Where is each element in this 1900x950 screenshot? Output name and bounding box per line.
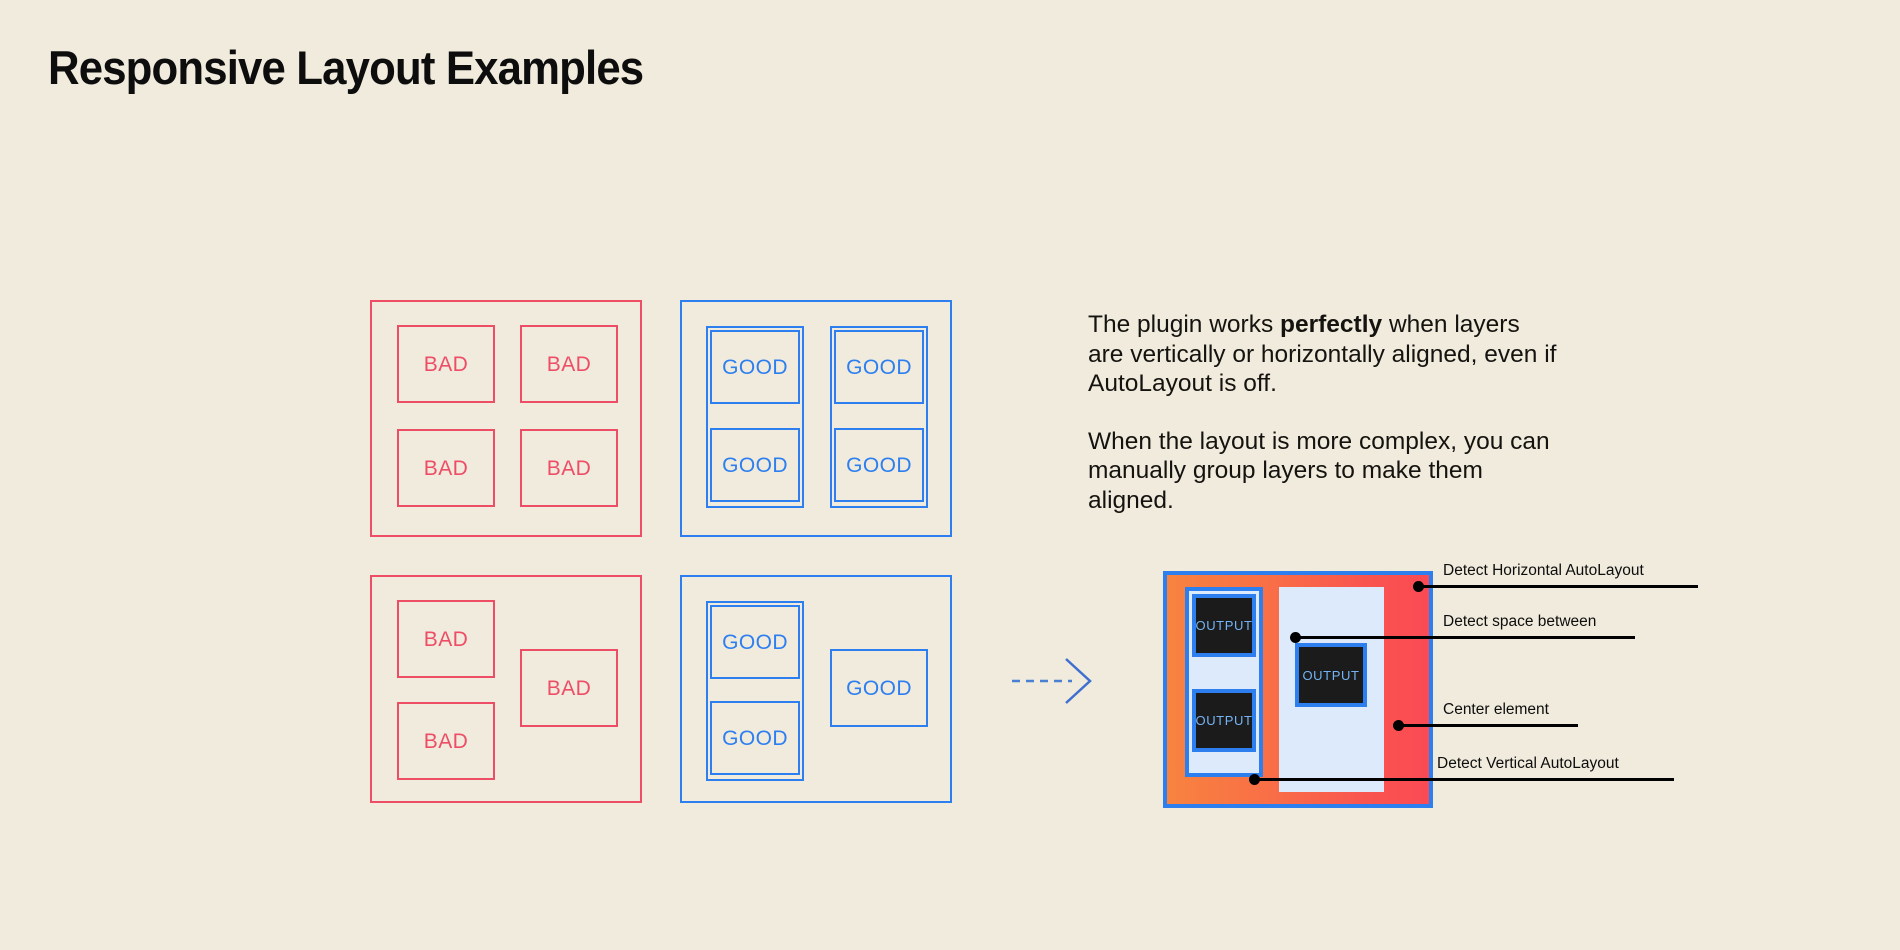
example-cell-bad: BAD <box>397 702 495 780</box>
example-cell-good: GOOD <box>710 330 800 404</box>
description-copy: The plugin works perfectly when layers a… <box>1088 310 1558 515</box>
cell-label: GOOD <box>722 630 788 654</box>
example-cell-bad: BAD <box>520 325 618 403</box>
cell-label: BAD <box>546 676 592 700</box>
callout-label: Detect Horizontal AutoLayout <box>1443 562 1644 579</box>
output-label: OUTPUT <box>1302 667 1360 683</box>
cell-label: BAD <box>546 456 592 480</box>
layer-group-wrapper: GOOD GOOD <box>830 326 928 508</box>
output-box: OUTPUT <box>1295 643 1367 707</box>
paragraph-2: When the layout is more complex, you can… <box>1088 427 1550 514</box>
callout-label: Detect space between <box>1443 613 1597 630</box>
output-box: OUTPUT <box>1192 594 1256 657</box>
example-cell-good: GOOD <box>834 428 924 502</box>
output-box: OUTPUT <box>1192 689 1256 752</box>
result-frame: OUTPUT OUTPUT OUTPUT <box>1163 571 1433 808</box>
example-panel-good-complex: GOOD GOOD GOOD <box>680 575 952 803</box>
example-cell-bad: BAD <box>397 325 495 403</box>
example-cell-bad: BAD <box>520 429 618 507</box>
cell-label: GOOD <box>846 676 912 700</box>
paragraph-1-before: The plugin works <box>1088 311 1281 338</box>
example-panel-bad-grid: BAD BAD BAD BAD <box>370 300 642 537</box>
layer-group-wrapper: GOOD GOOD <box>706 601 804 781</box>
paragraph-1-bold: perfectly <box>1280 311 1383 338</box>
example-cell-bad: BAD <box>520 649 618 727</box>
cell-label: GOOD <box>722 726 788 750</box>
output-label: OUTPUT <box>1195 713 1253 728</box>
callout-anchor-dot <box>1413 581 1424 592</box>
cell-label: BAD <box>423 627 469 651</box>
layer-group-wrapper: GOOD GOOD <box>706 326 804 508</box>
callout-anchor-dot <box>1393 720 1404 731</box>
cell-label: GOOD <box>846 355 912 379</box>
example-cell-good: GOOD <box>710 701 800 775</box>
cell-label: BAD <box>423 729 469 753</box>
example-cell-good: GOOD <box>710 428 800 502</box>
example-cell-good: GOOD <box>710 605 800 679</box>
paragraph-1: The plugin works perfectly when layers a… <box>1088 310 1558 399</box>
cell-label: GOOD <box>722 355 788 379</box>
example-cell-bad: BAD <box>397 429 495 507</box>
example-cell-good: GOOD <box>830 649 928 727</box>
cell-label: BAD <box>546 352 592 376</box>
output-label: OUTPUT <box>1195 618 1253 633</box>
callout-anchor-dot <box>1249 774 1260 785</box>
callout-label: Detect Vertical AutoLayout <box>1437 755 1619 772</box>
callout-label: Center element <box>1443 701 1549 718</box>
callout-leader-line <box>1418 585 1698 588</box>
example-panel-bad-complex: BAD BAD BAD <box>370 575 642 803</box>
cell-label: GOOD <box>846 453 912 477</box>
callout-leader-line <box>1254 778 1674 781</box>
callout-leader-line <box>1398 724 1578 727</box>
cell-label: BAD <box>423 352 469 376</box>
callout-anchor-dot <box>1290 632 1301 643</box>
example-cell-bad: BAD <box>397 600 495 678</box>
cell-label: BAD <box>423 456 469 480</box>
example-cell-good: GOOD <box>834 330 924 404</box>
paragraph-1-after: when layers are vertically or horizontal… <box>1088 311 1557 397</box>
cell-label: GOOD <box>722 453 788 477</box>
page-title: Responsive Layout Examples <box>48 41 644 94</box>
dashed-arrow-icon <box>1010 655 1100 707</box>
callout-leader-line <box>1295 636 1635 639</box>
example-panel-good-grid: GOOD GOOD GOOD GOOD <box>680 300 952 537</box>
